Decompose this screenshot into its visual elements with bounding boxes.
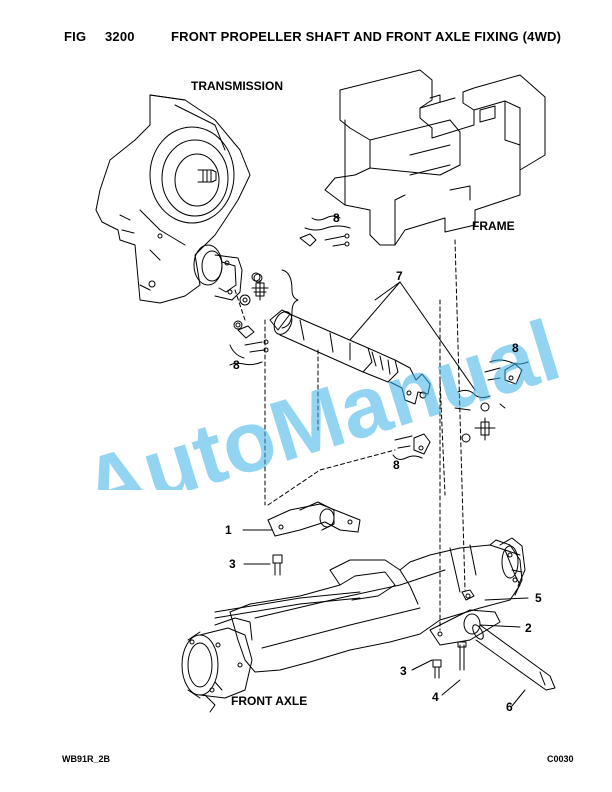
rear-mounting-bracket [429,589,501,646]
label-transmission: TRANSMISSION [191,79,284,93]
front-mounting-bracket [267,501,361,537]
alignment-lines [234,239,466,631]
label-front-axle: FRONT AXLE [231,694,308,708]
callout-4: 4 [432,690,439,704]
callout-8-bottom: 8 [393,458,400,472]
universal-joints [239,272,496,443]
footer-code-left: WB91R_2B [62,754,111,764]
callout-3-left: 3 [229,557,236,571]
transmission-housing [95,94,251,304]
label-frame: FRAME [472,219,515,233]
callout-8-top: 8 [333,211,340,225]
pivot-pin [472,624,556,691]
grouping-braces [229,215,529,460]
callout-8-right: 8 [512,341,519,355]
figure-number: 3200 [105,29,135,44]
mounting-bolts [272,554,467,679]
figure-label: FIG [64,29,87,44]
frame [324,69,546,246]
callout-3-right: 3 [400,664,407,678]
front-axle [181,537,526,713]
propeller-shaft [269,309,431,405]
callout-5: 5 [535,591,542,605]
callout-8-left: 8 [233,358,240,372]
washers [233,273,263,330]
figure-title: FRONT PROPELLER SHAFT AND FRONT AXLE FIX… [171,29,562,44]
footer-code-right: C0030 [547,754,574,764]
bolt-clamp-sets [237,233,523,455]
callout-2: 2 [525,621,532,635]
callout-7: 7 [396,269,403,283]
callout-leaders [242,281,529,707]
callout-1: 1 [225,523,232,537]
callout-6: 6 [506,700,513,714]
